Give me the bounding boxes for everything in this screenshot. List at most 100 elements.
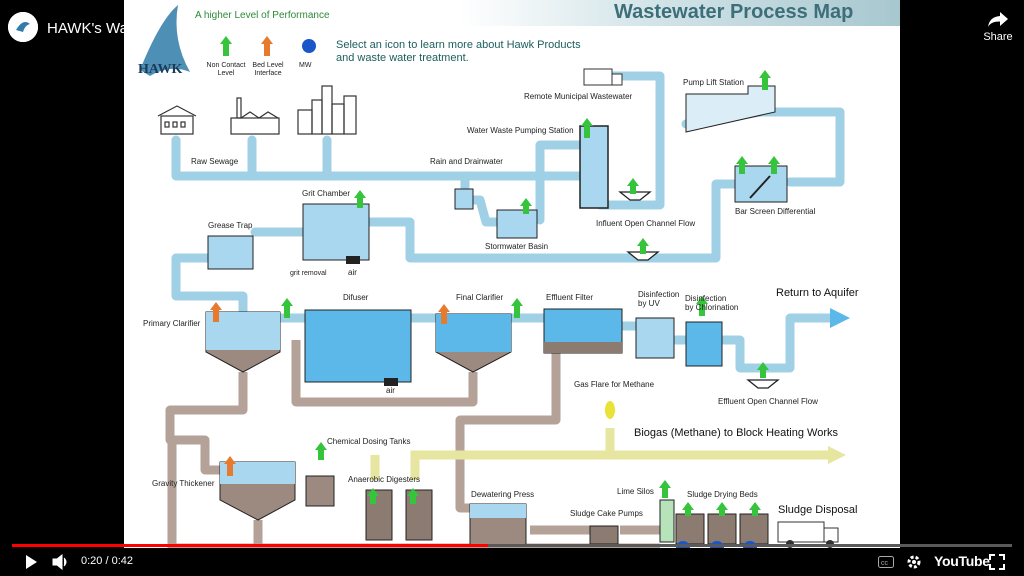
biogas-pipe (370, 428, 830, 480)
bed-level-sensors[interactable] (210, 302, 450, 476)
label-effluent-filter: Effluent Filter (546, 293, 593, 302)
label-difuser: Difuser (343, 293, 369, 302)
play-icon (26, 555, 37, 569)
small-sump (454, 188, 474, 210)
difuser-tank (304, 309, 412, 383)
progress-bar[interactable] (12, 544, 1012, 547)
orange-arrow-icon (261, 36, 273, 56)
label-biogas: Biogas (Methane) to Block Heating Works (634, 427, 838, 439)
label-remote-municipal: Remote Municipal Wastewater (524, 92, 633, 101)
label-effluent-flow: Effluent Open Channel Flow (718, 397, 818, 406)
share-icon (988, 12, 1008, 27)
factory-icon (230, 97, 280, 135)
sludge-cake-pump (589, 525, 619, 545)
return-arrow-icon (830, 308, 850, 328)
play-button[interactable] (24, 554, 38, 570)
label-air-difuser: air (386, 386, 395, 395)
youtube-logo[interactable]: YouTube (934, 553, 990, 569)
chemical-dosing-tank (305, 475, 335, 507)
label-grit-chamber: Grit Chamber (302, 189, 351, 198)
sludge-pipes (165, 340, 660, 548)
share-button[interactable]: Share (980, 10, 1016, 43)
chlorination-tank (685, 321, 723, 367)
digester-1 (365, 489, 393, 541)
flow-meters[interactable] (618, 191, 780, 389)
label-pump-lift: Pump Lift Station (683, 78, 744, 87)
city-icon (297, 85, 357, 135)
label-grease-trap: Grease Trap (208, 221, 253, 230)
label-raw-sewage: Raw Sewage (191, 157, 239, 166)
label-stormwater: Stormwater Basin (485, 242, 549, 251)
drying-bed-3 (739, 513, 769, 545)
label-rain-drain: Rain and Drainwater (430, 157, 503, 166)
drying-bed-2 (707, 513, 737, 545)
gas-flare-icon[interactable] (605, 401, 615, 419)
captions-button[interactable]: cc (878, 556, 894, 568)
green-arrow-icon (220, 36, 232, 56)
process-map-slide[interactable] (124, 0, 900, 548)
label-lime-silos: Lime Silos (617, 487, 654, 496)
biogas-arrow-icon (828, 446, 846, 464)
channel-avatar[interactable] (8, 12, 38, 42)
grit-chamber-tank (302, 203, 370, 261)
label-final-clarifier: Final Clarifier (456, 293, 504, 302)
hawk-logo-text: HAWK (138, 62, 183, 77)
label-anaerobic: Anaerobic Digesters (348, 475, 421, 484)
label-sludge-cake: Sludge Cake Pumps (570, 509, 643, 518)
grease-trap-tank (207, 235, 254, 270)
fullscreen-icon (989, 554, 1005, 570)
label-primary-clarifier: Primary Clarifier (143, 319, 201, 328)
label-water-waste-pumping: Water Waste Pumping Station (467, 126, 574, 135)
time-current: 0:20 (81, 555, 103, 567)
non-contact-sensors[interactable] (281, 70, 780, 516)
hawk-logo-icon (8, 12, 38, 42)
buildings (157, 85, 357, 135)
channel-meter-icon (626, 251, 660, 261)
legend-label-mw: MW (299, 62, 312, 69)
digester-2 (405, 489, 433, 541)
settings-button[interactable] (906, 554, 922, 570)
influent-meter-icon (618, 191, 652, 201)
time-display: 0:20 / 0:42 (81, 555, 133, 567)
pump-lift-tank (685, 85, 776, 133)
stormwater-tank (496, 209, 538, 239)
volume-button[interactable] (52, 554, 70, 570)
label-air-grit: air (348, 268, 357, 277)
label-influent-flow: Influent Open Channel Flow (596, 219, 696, 228)
label-gas-flare: Gas Flare for Methane (574, 380, 655, 389)
volume-icon (52, 554, 67, 570)
instruction-text: Select an icon to learn more about Hawk … (336, 39, 581, 64)
svg-text:cc: cc (881, 560, 889, 567)
slide-title: Wastewater Process Map (614, 1, 854, 23)
effluent-meter-icon (746, 379, 780, 389)
time-separator: / (102, 555, 112, 567)
captions-icon (878, 556, 894, 568)
label-chemical-dosing: Chemical Dosing Tanks (327, 437, 411, 446)
lime-silo (659, 499, 675, 543)
gear-icon (907, 555, 921, 569)
tanks (205, 68, 839, 548)
drying-bed-1 (675, 513, 705, 545)
truck-icon (583, 68, 623, 86)
label-gravity-thickener: Gravity Thickener (152, 479, 215, 488)
title-band (460, 0, 900, 26)
time-total: 0:42 (111, 555, 134, 567)
share-label: Share (983, 31, 1013, 43)
label-bar-screen: Bar Screen Differential (735, 207, 816, 216)
legend (220, 36, 316, 56)
house-icon (157, 105, 197, 135)
label-dewatering: Dewatering Press (471, 490, 535, 499)
fullscreen-button[interactable] (989, 554, 1005, 570)
uv-tank (635, 317, 675, 359)
blue-dot-icon (302, 39, 316, 53)
label-return-aquifer: Return to Aquifer (776, 287, 859, 299)
label-sludge-drying: Sludge Drying Beds (687, 490, 758, 499)
progress-fill (12, 544, 488, 547)
hawk-logo-bird-icon (140, 5, 190, 76)
tagline: A higher Level of Performance (195, 10, 330, 21)
label-grit-removal: grit removal (290, 270, 327, 277)
